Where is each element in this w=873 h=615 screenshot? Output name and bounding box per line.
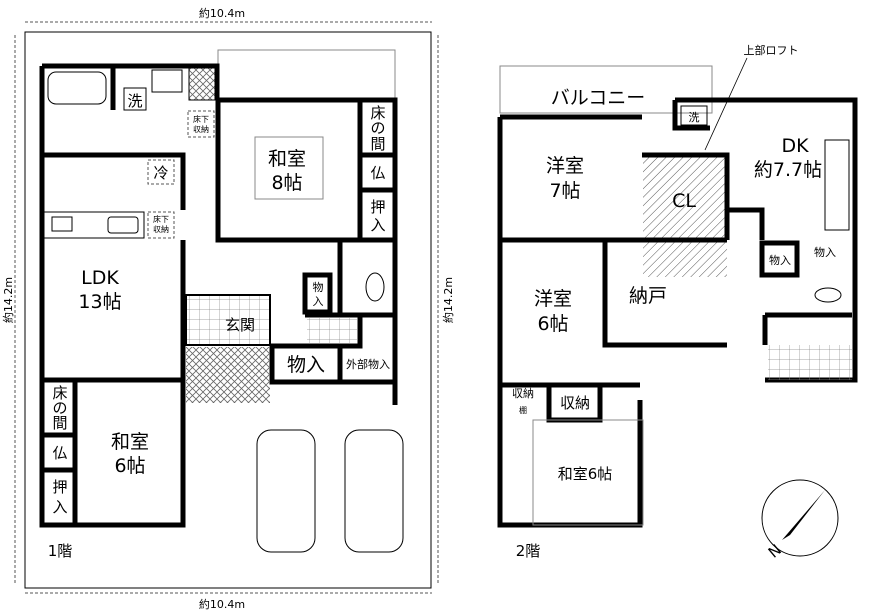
stairs — [307, 318, 357, 344]
closet-label: CL — [672, 190, 696, 212]
tokonoma-label: 床 — [52, 384, 67, 402]
butsudan-label: 仏 — [370, 164, 385, 182]
floor-1: 洗 床下 収納 床下 収納 冷 LDK 13帖 和室 8帖 床 の 間 仏 押 … — [24, 31, 432, 589]
stairs — [768, 345, 852, 380]
shelf-label: 棚 — [519, 405, 527, 415]
tokonoma-label: の — [52, 399, 67, 417]
oshiire-label: 入 — [370, 216, 385, 234]
washitsu6-label: 和室 — [111, 431, 149, 453]
car-icon — [256, 429, 316, 553]
storage-small-label: 入 — [313, 295, 324, 308]
floor-2: バルコニー 上部ロフト 洗 洋室 7帖 CL DK 約7.7帖 洋室 6帖 納戸… — [497, 43, 858, 562]
dk-size: 約7.7帖 — [754, 159, 822, 181]
north-label: N — [765, 541, 785, 562]
oshiire-label: 入 — [52, 498, 67, 516]
floor-1-label: 1階 — [48, 542, 73, 560]
kitchen-counter — [43, 211, 145, 239]
washbasin — [151, 69, 183, 93]
underfloor-label: 収納 — [193, 124, 209, 134]
underfloor-label: 床下 — [193, 114, 209, 124]
underfloor-label: 収納 — [153, 224, 169, 234]
washitsu6-size: 6帖 — [114, 455, 145, 477]
storage-small-label: 物 — [313, 280, 324, 294]
toilet-icon — [814, 287, 842, 303]
balcony-label: バルコニー — [551, 87, 646, 109]
ldk-label: LDK — [81, 267, 119, 289]
toilet-icon — [365, 272, 385, 302]
butsudan-label: 仏 — [52, 444, 67, 462]
oshiire-label: 押 — [370, 198, 385, 216]
compass-icon: N — [761, 479, 839, 562]
dimension-right: 約14.2m — [441, 277, 455, 323]
outdoor-storage-label: 外部物入 — [346, 357, 390, 371]
youshitsu7-size: 7帖 — [549, 180, 580, 202]
storage-label: 物入 — [287, 354, 325, 376]
porch — [186, 347, 270, 403]
bathtub — [47, 71, 107, 105]
shuno-label: 収納 — [512, 387, 534, 400]
stove-icon — [51, 216, 73, 232]
storage-label: 物入 — [769, 253, 791, 267]
tokonoma-label: 間 — [52, 414, 67, 432]
oshiire-label: 押 — [52, 478, 67, 496]
washitsu8-label: 和室 — [268, 148, 306, 170]
fridge-label: 冷 — [153, 164, 168, 182]
loft-label: 上部ロフト — [744, 43, 799, 57]
wash-label: 洗 — [127, 92, 142, 110]
tokonoma-label: 床 — [370, 104, 385, 122]
youshitsu6-label: 洋室 — [534, 288, 572, 310]
car-icon — [344, 429, 404, 553]
dimension-bottom: 約10.4m — [199, 597, 245, 611]
closet — [643, 155, 727, 240]
tokonoma-label: 間 — [370, 135, 385, 153]
dimension-left: 約14.2m — [1, 277, 15, 323]
youshitsu7-label: 洋室 — [546, 155, 584, 177]
dimension-lines: 約10.4m 約10.4m 約14.2m 約14.2m — [1, 6, 455, 611]
dk-label: DK — [781, 135, 809, 157]
underfloor-label: 床下 — [153, 214, 169, 224]
site-boundary — [24, 31, 432, 589]
kitchen-counter — [824, 139, 850, 231]
storage-label: 物入 — [814, 245, 836, 259]
shuno-label: 収納 — [560, 394, 590, 412]
floor-2-label: 2階 — [516, 542, 541, 560]
youshitsu6-size: 6帖 — [537, 313, 568, 335]
tokonoma-label: の — [370, 119, 385, 137]
balcony — [499, 65, 713, 114]
genkan-label: 玄関 — [225, 316, 255, 334]
sink-icon — [107, 216, 139, 234]
dimension-top: 約10.4m — [199, 6, 245, 20]
washitsu8-size: 8帖 — [271, 172, 302, 194]
washitsu6-label: 和室6帖 — [558, 465, 613, 483]
ldk-size: 13帖 — [78, 291, 121, 313]
nando-label: 納戸 — [629, 285, 667, 307]
wash-label: 洗 — [689, 111, 700, 124]
